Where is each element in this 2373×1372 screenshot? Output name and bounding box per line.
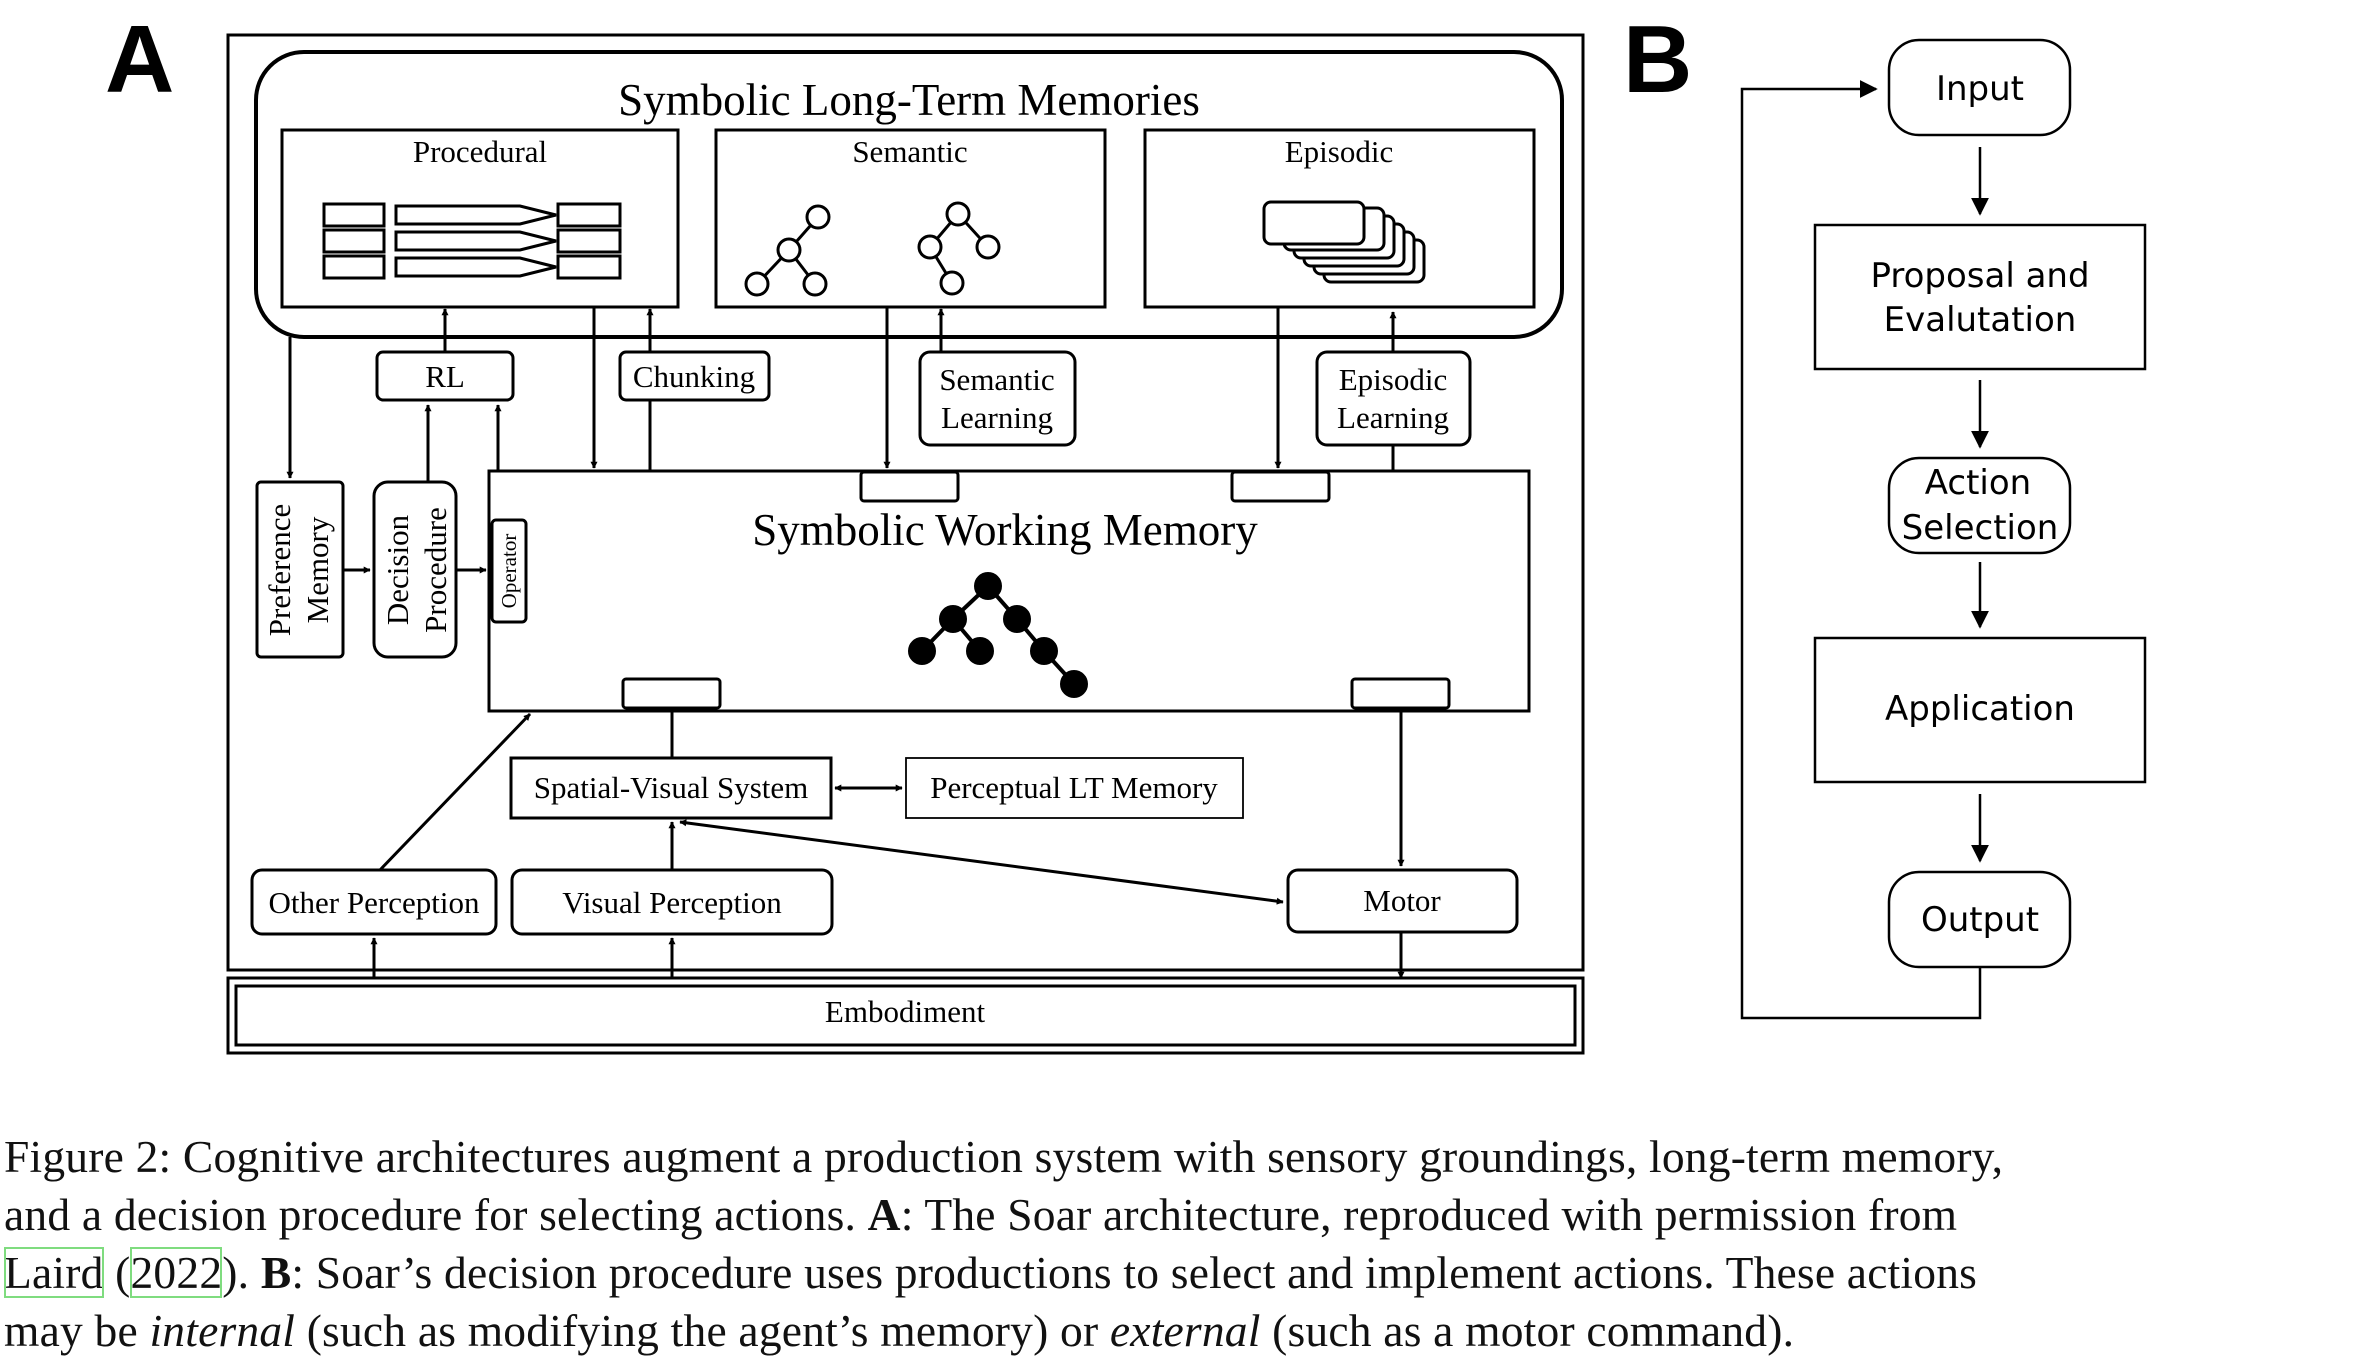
chunking-box <box>618 350 771 402</box>
wm-port-semantic <box>859 470 960 503</box>
embodiment-outer <box>226 976 1585 1055</box>
caption-internal: internal <box>149 1305 296 1356</box>
procedural-box <box>280 128 680 309</box>
rl-label: RL <box>425 359 465 394</box>
caption-line-3: Laird (2022). B: Soar’s decision procedu… <box>4 1244 2364 1302</box>
caption-l2c: : The Soar architecture, reproduced with… <box>900 1189 1958 1240</box>
panel-a-arrows <box>286 307 1405 979</box>
episodic-box <box>1143 128 1536 309</box>
perceptual-lt-label: Perceptual LT Memory <box>930 770 1218 805</box>
decision-procedure-line2: Procedure <box>418 507 453 633</box>
working-memory-title: Symbolic Working Memory <box>752 505 1258 555</box>
episodic-label: Episodic <box>1285 134 1394 169</box>
wm-port-motor <box>1350 677 1451 710</box>
decision-procedure-line1: Decision <box>380 514 415 625</box>
ltm-container <box>254 50 1564 339</box>
input-label: Input <box>1936 69 2024 109</box>
preference-memory-line1: Preference <box>262 504 297 637</box>
figure-caption: Figure 2: Cognitive architectures augmen… <box>4 1128 2364 1360</box>
proposal-line1: Proposal and <box>1870 256 2089 296</box>
panel-b-arrows <box>1740 80 1989 1020</box>
caption-ref-b: B <box>260 1247 292 1298</box>
wm-port-visual <box>621 677 722 710</box>
episodic-learning-line2: Learning <box>1337 400 1449 435</box>
caption-line-2: and a decision procedure for selecting a… <box>4 1186 2364 1244</box>
embodiment-label: Embodiment <box>825 994 986 1029</box>
caption-external: external <box>1109 1305 1261 1356</box>
caption-ref-a: A <box>867 1189 901 1240</box>
application-label: Application <box>1885 689 2075 729</box>
panel-b-letter: B <box>1623 6 1692 113</box>
output-label: Output <box>1921 900 2039 940</box>
caption-l4e: (such as a motor command). <box>1260 1305 1795 1356</box>
episodic-learning-line1: Episodic <box>1339 362 1448 397</box>
action-selection-line2: Selection <box>1902 508 2059 548</box>
semantic-learning-line2: Learning <box>941 400 1053 435</box>
other-perception-label: Other Perception <box>269 885 480 920</box>
caption-l3f: : Soar’s decision procedure uses product… <box>291 1247 1978 1298</box>
semantic-label: Semantic <box>852 134 967 169</box>
procedural-label: Procedural <box>413 134 547 169</box>
proposal-node <box>1813 223 2147 371</box>
other-perception-box <box>250 868 498 936</box>
wm-port-episodic <box>1230 470 1331 503</box>
working-memory-box <box>487 469 1531 713</box>
perceptual-lt-box <box>905 757 1244 819</box>
caption-l2a: and a decision procedure for selecting a… <box>4 1189 868 1240</box>
working-memory-graph-icon <box>908 572 1088 698</box>
panel-a-letter: A <box>105 6 174 113</box>
input-node <box>1887 38 2072 137</box>
action-selection-line1: Action <box>1925 463 2031 503</box>
ltm-title: Symbolic Long-Term Memories <box>618 75 1200 125</box>
production-rules-icon <box>322 202 622 280</box>
operator-box <box>490 518 528 624</box>
motor-label: Motor <box>1363 883 1441 918</box>
figure-diagram: A Symbolic Long-Term Memories Procedural… <box>105 6 2147 1055</box>
semantic-learning-box <box>918 350 1077 447</box>
caption-l3d: ). <box>222 1247 261 1298</box>
application-node <box>1813 636 2147 784</box>
spatial-visual-box <box>509 756 833 820</box>
semantic-box <box>714 128 1107 309</box>
proposal-line2: Evalutation <box>1884 300 2077 340</box>
caption-l4c: (such as modifying the agent’s memory) o… <box>295 1305 1110 1356</box>
operator-label: Operator <box>497 534 521 609</box>
caption-line-1: Figure 2: Cognitive architectures augmen… <box>4 1131 2004 1182</box>
embodiment-inner <box>234 984 1577 1047</box>
caption-line-4: may be internal (such as modifying the a… <box>4 1302 2364 1360</box>
citation-link-laird[interactable]: Laird <box>4 1247 104 1298</box>
action-selection-node <box>1887 456 2072 555</box>
spatial-visual-label: Spatial-Visual System <box>534 770 809 805</box>
soar-outer-frame <box>226 33 1585 972</box>
semantic-learning-line1: Semantic <box>939 362 1054 397</box>
episodic-stack-icon <box>1262 200 1426 284</box>
preference-memory-line2: Memory <box>300 516 335 623</box>
citation-link-year[interactable]: 2022 <box>130 1247 223 1298</box>
caption-l4a: may be <box>4 1305 150 1356</box>
chunking-label: Chunking <box>633 359 755 394</box>
visual-perception-label: Visual Perception <box>562 885 782 920</box>
semantic-graph-icon <box>744 201 1001 297</box>
caption-l3b: ( <box>103 1247 131 1298</box>
